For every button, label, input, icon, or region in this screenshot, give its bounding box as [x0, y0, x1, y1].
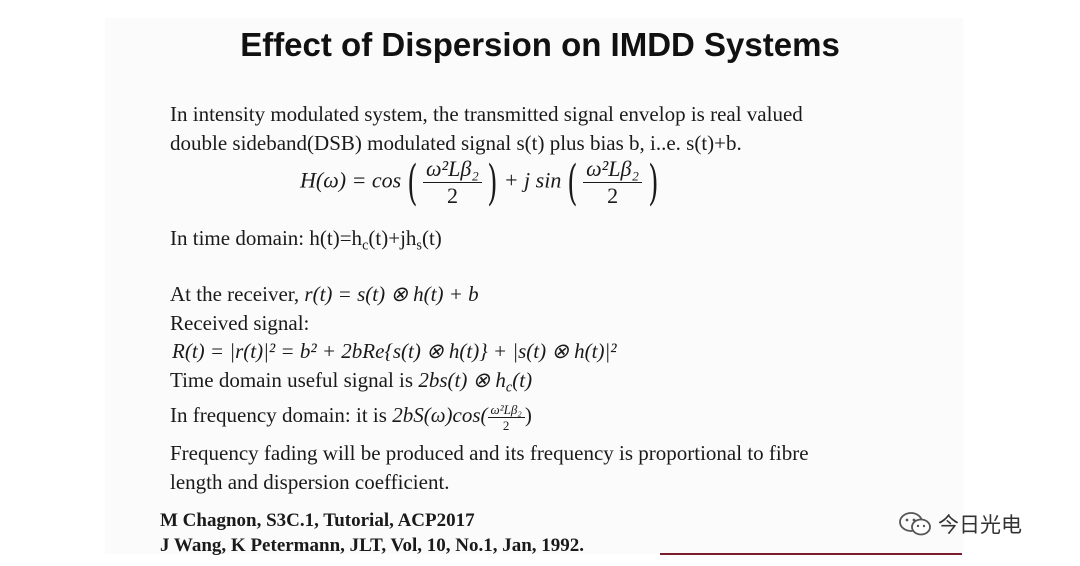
useful-suffix: (t): [512, 368, 533, 392]
useful-signal-line: Time domain useful signal is 2bs(t) ⊗ hc…: [170, 370, 532, 395]
frequency-suffix: ): [524, 403, 532, 427]
reference-2: J Wang, K Petermann, JLT, Vol, 10, No.1,…: [160, 535, 585, 556]
slide-title: Effect of Dispersion on IMDD Systems: [240, 26, 840, 63]
received-signal-label: Received signal:: [170, 311, 310, 335]
receiver-prefix: At the receiver,: [170, 282, 305, 306]
cos-fraction: ω²Lβ₂ 2: [422, 156, 482, 209]
cos-fraction-numerator: ω²Lβ₂: [422, 156, 482, 183]
sin-fraction-numerator: ω²Lβ₂: [583, 156, 643, 183]
intro-line-1: In intensity modulated system, the trans…: [170, 102, 803, 126]
reference-1: M Chagnon, S3C.1, Tutorial, ACP2017: [160, 510, 475, 531]
sub-c: c: [362, 237, 369, 254]
frequency-domain-line: In frequency domain: it is 2bS(ω)cos(ω²L…: [170, 398, 532, 433]
fading-line-2: length and dispersion coefficient.: [170, 470, 450, 494]
time-domain-line: In time domain: h(t)=hc(t)+jhs(t): [170, 228, 442, 253]
frequency-equation: 2bS(ω)cos(: [392, 403, 488, 427]
sin-fraction: ω²Lβ₂ 2: [583, 156, 643, 209]
right-paren: ): [487, 154, 498, 211]
received-signal-equation: R(t) = |r(t)|² = b² + 2bRe{s(t) ⊗ h(t)} …: [172, 339, 617, 363]
cos-fraction-denominator: 2: [446, 183, 458, 208]
frequency-prefix: In frequency domain: it is: [170, 403, 393, 427]
transfer-function-formula: H(ω) = cos ( ω²Lβ₂ 2 ) + j sin ( ω²Lβ₂ 2…: [300, 156, 658, 209]
watermark-text: 今日光电: [938, 513, 1022, 537]
reference-underline: [660, 553, 962, 555]
time-domain-mid: (t)+jh: [368, 226, 417, 250]
useful-prefix: Time domain useful signal is: [170, 368, 419, 392]
frequency-fraction-denominator: 2: [502, 417, 510, 433]
sin-fraction-denominator: 2: [607, 183, 619, 208]
receiver-equation: r(t) = s(t) ⊗ h(t) + b: [304, 282, 479, 306]
wechat-icon: [899, 512, 931, 536]
time-domain-prefix: In time domain: h(t)=h: [170, 226, 363, 250]
useful-equation: 2bs(t) ⊗ h: [418, 368, 506, 392]
watermark: 今日光电: [898, 509, 1022, 539]
formula-lhs: H(ω) = cos: [300, 167, 402, 193]
left-paren: (: [567, 154, 578, 211]
time-domain-suffix: (t): [421, 226, 442, 250]
left-paren: (: [406, 154, 418, 211]
sub-s: s: [416, 237, 422, 254]
right-paren: ): [647, 154, 659, 211]
useful-sub-c: c: [505, 379, 513, 396]
intro-line-2: double sideband(DSB) modulated signal s(…: [170, 131, 742, 155]
receiver-line: At the receiver, r(t) = s(t) ⊗ h(t) + b: [170, 284, 479, 305]
fading-line-1: Frequency fading will be produced and it…: [170, 441, 809, 465]
formula-mid: + j sin: [503, 167, 562, 193]
frequency-fraction-numerator: ω²Lβ₂: [487, 402, 525, 418]
slide-background: [105, 18, 963, 554]
